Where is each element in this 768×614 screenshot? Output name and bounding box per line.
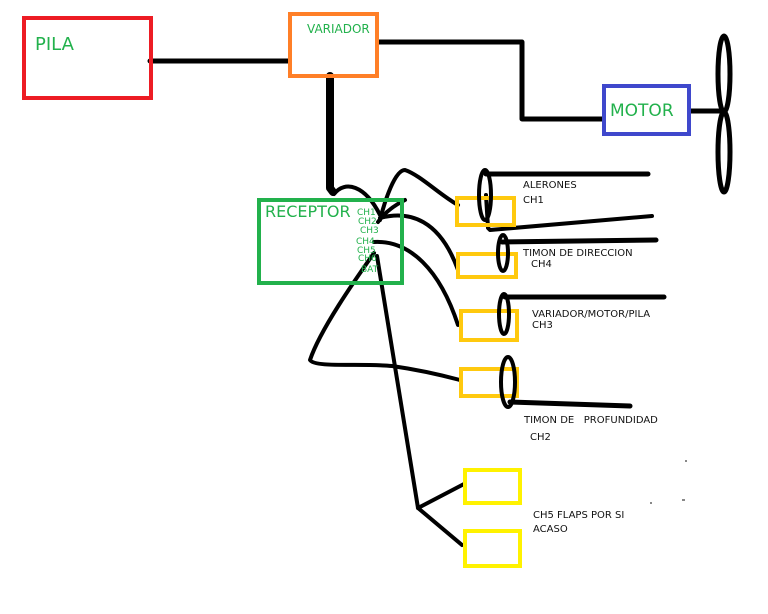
pila-block — [22, 16, 153, 100]
horn-direccion — [496, 233, 510, 273]
wire-ch2-loop — [308, 251, 462, 382]
arm-alerones-2 — [484, 193, 654, 232]
receptor-ch2: CH2 — [358, 217, 377, 227]
arm-profundidad — [507, 399, 633, 409]
wire-ch4-direccion — [378, 213, 460, 272]
horn-variador — [497, 292, 511, 336]
servo-variador — [459, 309, 519, 342]
motor-block — [602, 84, 691, 136]
receptor-ch3: CH3 — [360, 226, 379, 236]
variador-block — [288, 12, 379, 78]
alerones-label: ALERONES — [523, 180, 577, 191]
variador-servo-channel: CH3 — [532, 320, 553, 331]
servo-direccion — [456, 252, 518, 279]
propeller-icon — [715, 33, 733, 195]
arm-direccion — [499, 237, 659, 245]
receptor-bat: BAT — [361, 265, 379, 275]
wire-receptor-top — [332, 184, 382, 217]
receptor-ch4: CH4 — [356, 237, 375, 247]
wire-variador-motor — [375, 39, 605, 122]
flaps-label-line2: ACASO — [533, 524, 568, 535]
wire-variador-receptor — [326, 72, 337, 196]
direccion-channel: CH4 — [531, 259, 552, 270]
receptor-ch6: CH6 — [358, 254, 377, 264]
horn-alerones — [477, 168, 493, 222]
receptor-ch5: CH5 — [357, 246, 376, 256]
receptor-label: RECEPTOR — [265, 202, 351, 221]
servo-alerones — [455, 196, 516, 227]
servo-profundidad — [459, 367, 519, 398]
flaps-label-line1: CH5 FLAPS POR SI — [533, 510, 625, 521]
wire-ch3-variador — [372, 239, 460, 327]
pila-label: PILA — [35, 34, 74, 55]
variador-servo-label: VARIADOR/MOTOR/PILA — [532, 309, 651, 320]
motor-label: MOTOR — [610, 101, 674, 121]
receptor-ch1: CH1 — [357, 208, 376, 218]
horn-profundidad — [499, 355, 517, 409]
receptor-block — [257, 198, 404, 285]
servo-flaps-2 — [463, 529, 522, 568]
wire-ch5-flaps — [375, 254, 466, 547]
profundidad-label: TIMON DE PROFUNDIDAD — [524, 415, 658, 426]
direccion-label: TIMON DE DIRECCION — [523, 248, 633, 259]
profundidad-channel: CH2 — [530, 432, 551, 443]
servo-flaps-1 — [463, 468, 522, 505]
variador-label: VARIADOR — [307, 22, 370, 36]
alerones-channel: CH1 — [523, 195, 544, 206]
wire-ch1-alerones — [378, 168, 460, 222]
